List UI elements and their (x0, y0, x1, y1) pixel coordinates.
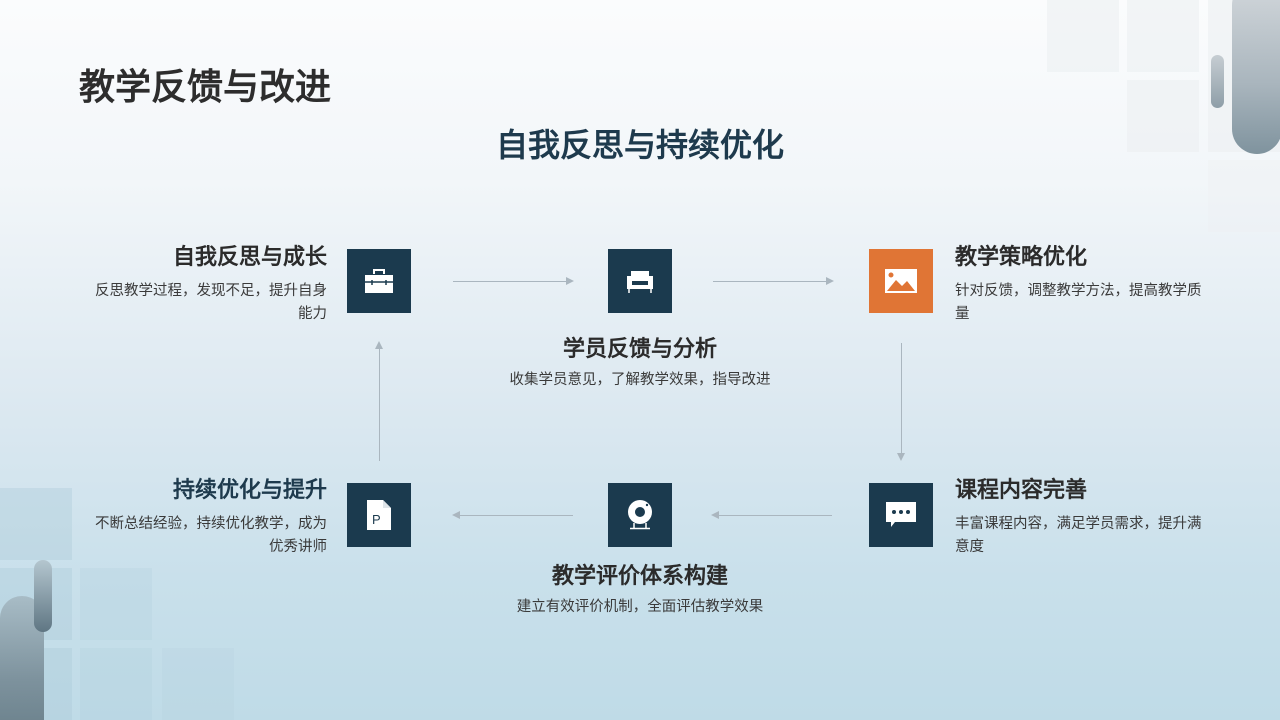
toolbox-icon (365, 269, 393, 293)
flow-arrow-3-to-4 (901, 343, 902, 453)
section-subtitle: 自我反思与持续优化 (495, 126, 784, 164)
node-desc-strategy-optimization: 针对反馈，调整教学方法，提高教学质量 (955, 283, 1202, 322)
arrowhead-left-icon (711, 511, 719, 519)
decor-tile (1208, 160, 1280, 232)
node-title-course-improvement: 课程内容完善 (955, 478, 1088, 503)
node-icon-self-reflection (347, 249, 411, 313)
document-p-icon: P (367, 500, 391, 530)
arrowhead-left-icon (452, 511, 460, 519)
flow-arrow-4-to-5 (719, 515, 832, 516)
node-icon-evaluation-system (608, 483, 672, 547)
arrowhead-down-icon (897, 453, 905, 461)
decor-pill (1211, 55, 1224, 108)
decor-pill (34, 560, 52, 632)
decor-tile (80, 648, 152, 720)
decor-tile (162, 648, 234, 720)
flow-arrow-2-to-3 (713, 281, 826, 282)
node-desc-student-feedback: 收集学员意见，了解教学效果，指导改进 (509, 372, 771, 388)
flow-arrow-6-to-1 (379, 349, 380, 461)
flow-arrow-5-to-6 (460, 515, 573, 516)
arrowhead-right-icon (826, 277, 834, 285)
node-icon-strategy-optimization (869, 249, 933, 313)
page-title: 教学反馈与改进 (79, 67, 332, 108)
decor-tile (1047, 0, 1119, 72)
decor-tile (0, 488, 72, 560)
node-desc-self-reflection: 反思教学过程，发现不足，提升自身能力 (95, 283, 327, 322)
decor-tile (1127, 0, 1199, 72)
node-title-continuous-improvement: 持续优化与提升 (172, 478, 327, 503)
arrowhead-right-icon (566, 277, 574, 285)
svg-text:P: P (372, 512, 381, 527)
decor-pill (1232, 0, 1280, 154)
node-icon-course-improvement (869, 483, 933, 547)
webcam-icon (628, 500, 652, 530)
node-title-evaluation-system: 教学评价体系构建 (551, 564, 728, 589)
node-desc-evaluation-system: 建立有效评价机制，全面评估教学效果 (516, 599, 764, 615)
flow-arrow-1-to-2 (453, 281, 566, 282)
node-title-student-feedback: 学员反馈与分析 (562, 337, 717, 362)
arrowhead-up-icon (375, 341, 383, 349)
node-icon-student-feedback (608, 249, 672, 313)
node-desc-course-improvement: 丰富课程内容，满足学员需求，提升满意度 (955, 516, 1202, 555)
node-title-self-reflection: 自我反思与成长 (172, 245, 327, 270)
decor-tile (1127, 80, 1199, 152)
decor-tile (80, 568, 152, 640)
image-icon (885, 269, 917, 293)
node-icon-continuous-improvement: P (347, 483, 411, 547)
node-desc-continuous-improvement: 不断总结经验，持续优化教学，成为优秀讲师 (95, 516, 327, 555)
armchair-icon (627, 271, 653, 293)
chat-bubble-icon (886, 502, 916, 527)
node-title-strategy-optimization: 教学策略优化 (955, 245, 1088, 270)
